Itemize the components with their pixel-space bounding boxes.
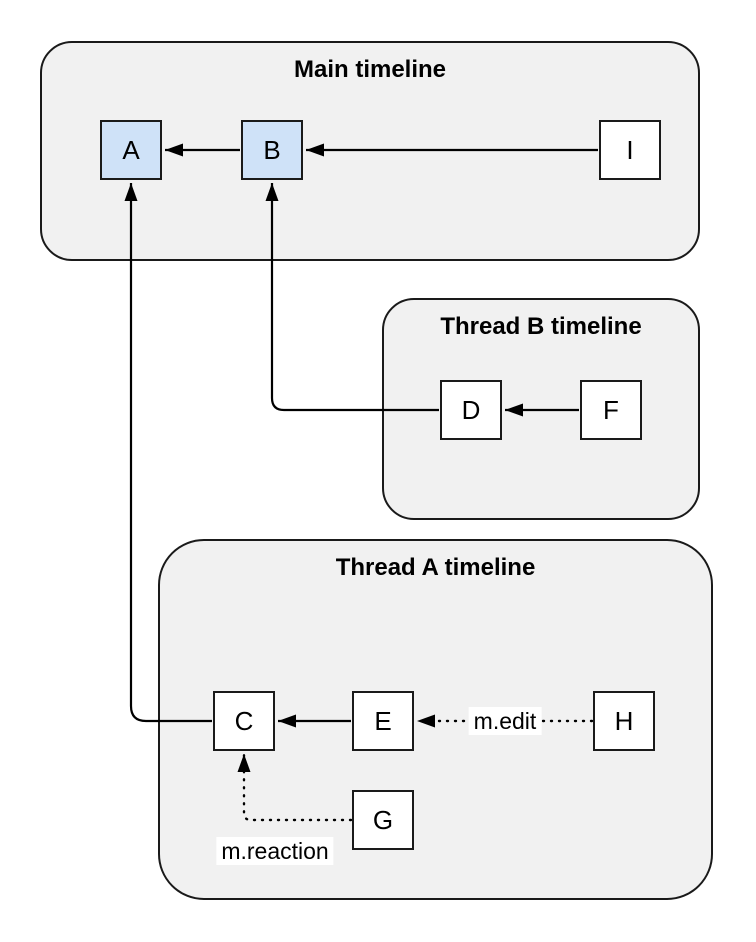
edge-label-m-edit: m.edit <box>468 707 542 735</box>
node-b: B <box>241 120 303 180</box>
node-e: E <box>352 691 414 751</box>
node-i-label: I <box>626 134 634 165</box>
node-d-label: D <box>461 394 481 425</box>
node-i: I <box>599 120 661 180</box>
node-h: H <box>593 691 655 751</box>
node-c: C <box>213 691 275 751</box>
node-g: G <box>352 790 414 850</box>
node-a-label: A <box>122 134 140 165</box>
node-a: A <box>100 120 162 180</box>
thread-b-timeline-title: Thread B timeline <box>440 313 642 340</box>
node-f-label: F <box>603 394 619 425</box>
node-h-label: H <box>614 705 634 736</box>
group-thread-b-timeline: Thread B timeline <box>382 298 700 520</box>
node-c-label: C <box>234 705 254 736</box>
main-timeline-title: Main timeline <box>293 56 447 83</box>
node-f: F <box>580 380 642 440</box>
node-d: D <box>440 380 502 440</box>
node-b-label: B <box>263 134 281 165</box>
node-g-label: G <box>372 804 394 835</box>
thread-a-timeline-title: Thread A timeline <box>335 554 536 581</box>
edge-label-m-reaction: m.reaction <box>216 837 334 865</box>
node-e-label: E <box>374 705 392 736</box>
